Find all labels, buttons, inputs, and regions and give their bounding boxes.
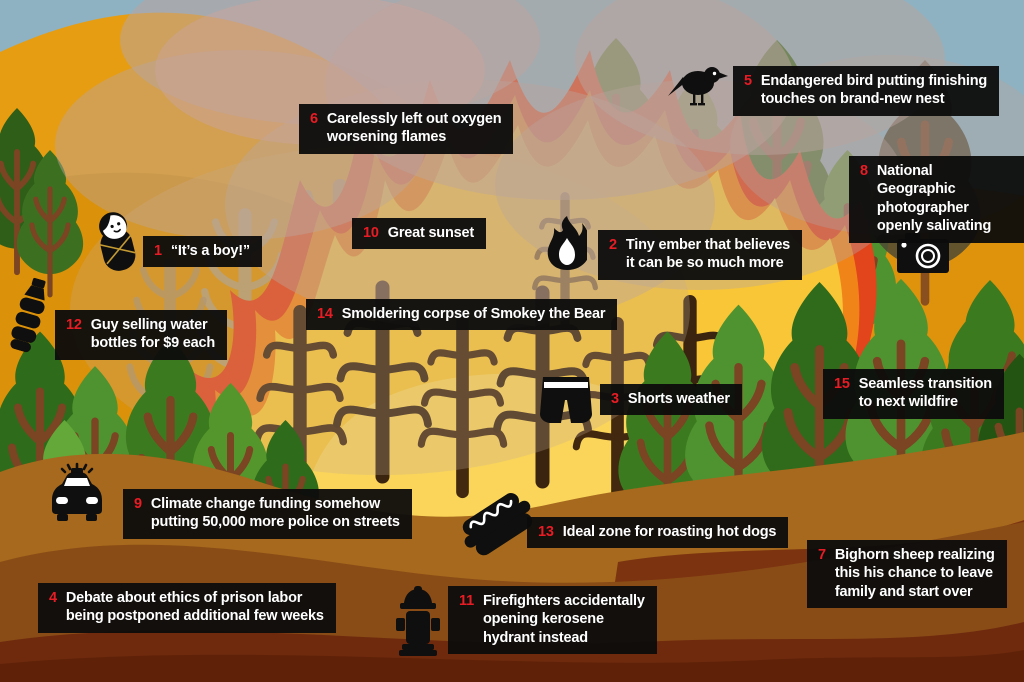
callout-number: 13: [538, 524, 554, 540]
flame-icon: [547, 216, 587, 270]
callout-15: 15 Seamless transition to next wildfire: [823, 369, 1004, 419]
callout-14: 14 Smoldering corpse of Smokey the Bear: [306, 299, 618, 331]
callout-3: 3 Shorts weather: [600, 384, 742, 416]
hot-dog-icon: [450, 480, 545, 570]
callout-text: Firefighters accidentally opening kerose…: [482, 593, 645, 646]
callout-text: Carelessly left out oxygen worsening fla…: [326, 111, 502, 146]
callout-11: 11 Firefighters accidentally opening ker…: [448, 586, 657, 655]
callout-number: 11: [459, 593, 474, 609]
callout-number: 5: [744, 73, 752, 89]
callout-text: “It’s a boy!”: [170, 243, 250, 259]
bird-icon: [668, 66, 728, 108]
callout-number: 7: [818, 547, 826, 563]
callout-12: 12 Guy selling water bottles for $9 each: [55, 310, 228, 360]
callout-9: 9 Climate change funding somehow putting…: [123, 489, 412, 539]
callout-text: Great sunset: [387, 225, 474, 241]
fire-hydrant-icon: [396, 586, 440, 656]
callout-10: 10 Great sunset: [352, 218, 486, 250]
callout-number: 10: [363, 225, 379, 241]
callout-text: Climate change funding somehow putting 5…: [150, 496, 400, 531]
callout-number: 2: [609, 237, 617, 253]
callout-number: 8: [860, 163, 868, 179]
callout-text: Endangered bird putting finishing touche…: [760, 73, 988, 108]
callout-13: 13 Ideal zone for roasting hot dogs: [527, 517, 789, 549]
callout-number: 3: [611, 391, 619, 407]
callout-number: 9: [134, 496, 142, 512]
callout-text: Debate about ethics of prison labor bein…: [65, 590, 324, 625]
callout-text: Ideal zone for roasting hot dogs: [562, 524, 777, 540]
callout-number: 15: [834, 376, 850, 392]
baby-icon: [85, 206, 147, 278]
callout-8: 8 National Geographic photographer openl…: [849, 156, 1024, 243]
callout-text: Seamless transition to next wildfire: [858, 376, 992, 411]
callout-text: National Geographic photographer openly …: [876, 163, 992, 235]
callout-6: 6 Carelessly left out oxygen worsening f…: [299, 104, 514, 154]
callout-text: Tiny ember that believes it can be so mu…: [625, 237, 791, 272]
callout-number: 1: [154, 243, 162, 259]
callout-text: Bighorn sheep realizing this his chance …: [834, 547, 995, 600]
callout-number: 12: [66, 317, 82, 333]
shorts-icon: [540, 376, 592, 428]
callout-text: Guy selling water bottles for $9 each: [90, 317, 216, 352]
callout-1: 1 “It’s a boy!”: [143, 236, 262, 268]
water-bottle-icon: [1, 274, 60, 356]
callout-text: Smoldering corpse of Smokey the Bear: [341, 306, 606, 322]
callout-number: 4: [49, 590, 57, 606]
police-car-icon: [42, 462, 112, 522]
callout-number: 6: [310, 111, 318, 127]
callout-4: 4 Debate about ethics of prison labor be…: [38, 583, 336, 633]
callout-text: Shorts weather: [627, 391, 730, 407]
callout-number: 14: [317, 306, 333, 322]
callout-7: 7 Bighorn sheep realizing this his chanc…: [807, 540, 1007, 609]
callout-2: 2 Tiny ember that believes it can be so …: [598, 230, 803, 280]
callout-5: 5 Endangered bird putting finishing touc…: [733, 66, 1000, 116]
